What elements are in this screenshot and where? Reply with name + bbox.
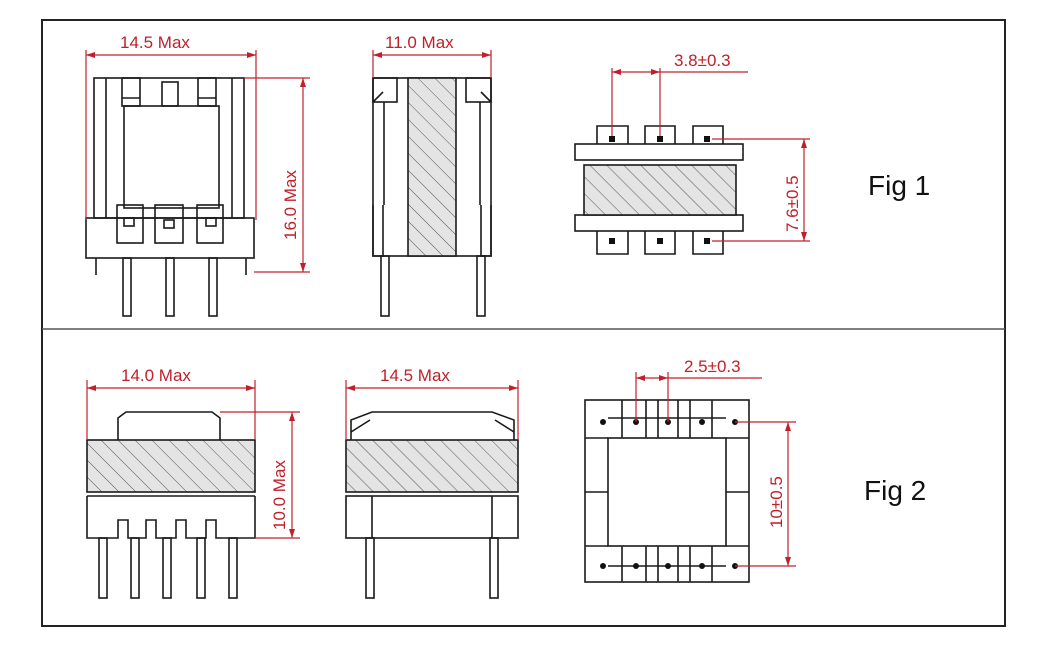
fig2-front-view xyxy=(86,411,256,599)
fig1-side-width-label: 11.0 Max xyxy=(385,33,454,52)
fig1-front-view xyxy=(85,77,255,317)
fig1-bottom-span-label: 7.6±0.5 xyxy=(783,175,802,232)
fig2-front-width-label: 14.0 Max xyxy=(121,366,191,385)
fig2-dimension-arrows xyxy=(87,375,791,566)
fig2-label: Fig 2 xyxy=(864,475,926,506)
fig1-dimension-arrows xyxy=(86,52,807,272)
fig2-bottom-span-label: 10±0.5 xyxy=(767,476,786,528)
fig2-dimension-lines xyxy=(86,372,796,567)
outer-frame xyxy=(41,19,1006,627)
fig2-front-height-label: 10.0 Max xyxy=(270,460,289,530)
fig1-side-view xyxy=(372,77,492,317)
fig1-front-height-label: 16.0 Max xyxy=(281,170,300,240)
fig2-side-width-label: 14.5 Max xyxy=(380,366,450,385)
fig2-bottom-view xyxy=(584,399,750,583)
fig1-bottom-pitch-label: 3.8±0.3 xyxy=(674,51,731,70)
fig2-side-view xyxy=(345,411,519,599)
fig1-dimension-lines xyxy=(85,50,810,273)
fig2-bottom-pitch-label: 2.5±0.3 xyxy=(684,357,741,376)
fig1-label: Fig 1 xyxy=(868,170,930,201)
fig1-pin-dots xyxy=(609,136,710,244)
fig1-bottom-view xyxy=(574,125,744,255)
fig1-front-width-label: 14.5 Max xyxy=(120,33,190,52)
